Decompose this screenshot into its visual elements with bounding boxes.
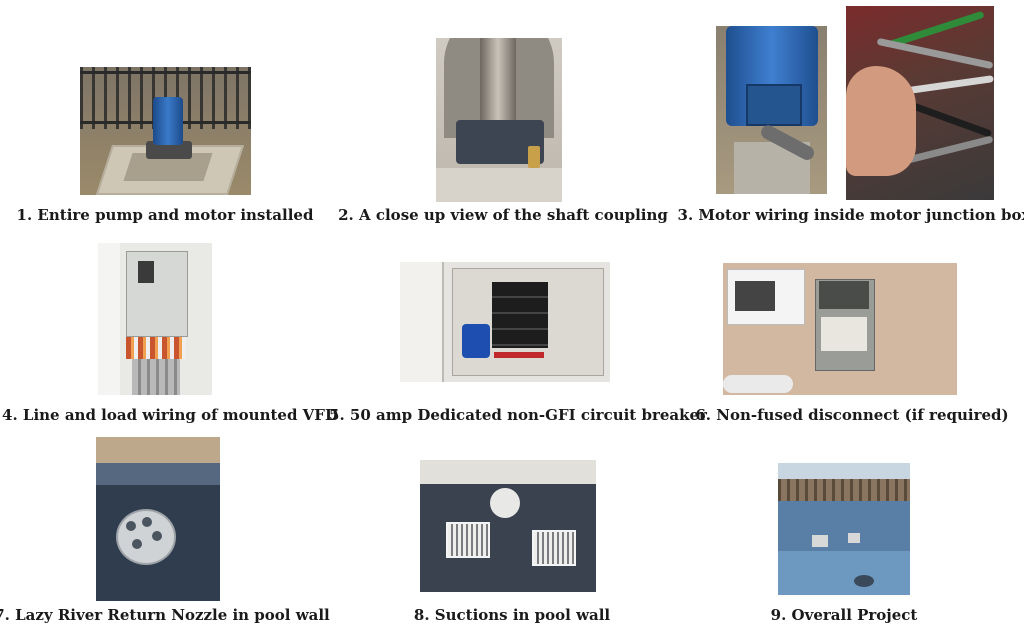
pool-coping <box>420 460 596 484</box>
caption-2: 2. A close up view of the shaft coupling <box>338 206 668 224</box>
vfd-unit <box>126 251 188 337</box>
back-fence <box>778 479 910 501</box>
suction-grate-left <box>446 522 490 558</box>
disconnect-label <box>821 317 867 351</box>
cable-bundle <box>132 359 180 395</box>
caption-7: 7. Lazy River Return Nozzle in pool wall <box>0 606 330 624</box>
nozzle-hole <box>126 521 136 531</box>
blue-wires <box>462 324 490 358</box>
junction-box <box>746 84 802 126</box>
pool-deck <box>96 437 220 463</box>
photo-overall-project <box>778 463 910 595</box>
brass-fitting <box>528 146 540 168</box>
photo-wiring-closeup <box>846 6 994 200</box>
caption-8: 8. Suctions in pool wall <box>413 606 611 624</box>
wire-gray-2 <box>906 135 994 164</box>
terminal-block <box>126 337 186 359</box>
caption-9: 9. Overall Project <box>770 606 918 624</box>
caption-1: 1. Entire pump and motor installed <box>16 206 314 224</box>
motor-graphic <box>153 97 183 145</box>
shaft-graphic <box>480 38 516 130</box>
wire-gray <box>876 37 994 70</box>
photo-circuit-breaker <box>400 262 610 382</box>
nozzle-hole <box>132 539 142 549</box>
photo-suctions <box>420 460 596 592</box>
label-dark-area <box>735 281 775 311</box>
photo-shaft-coupling <box>436 38 562 202</box>
pool-wall <box>778 501 910 551</box>
photo-return-nozzle <box>96 437 220 601</box>
pump-base <box>146 141 192 159</box>
vfd-display <box>138 261 154 283</box>
caption-5: 5. 50 amp Dedicated non-GFI circuit brea… <box>329 406 707 424</box>
caption-3: 3. Motor wiring inside motor junction bo… <box>677 206 1024 224</box>
caption-4: 4. Line and load wiring of mounted VFD <box>2 406 338 424</box>
photo-vfd-wiring <box>98 243 212 395</box>
floor-drain <box>854 575 874 587</box>
suction-grate <box>812 535 828 547</box>
nozzle-hole <box>142 517 152 527</box>
nozzle-hole <box>152 531 162 541</box>
photo-motor-junction <box>716 26 827 194</box>
pipe-graphic <box>723 375 793 393</box>
hand-graphic <box>846 66 916 176</box>
return-fitting <box>848 533 860 543</box>
wall-edge <box>98 243 120 395</box>
fence-rail-top <box>80 71 251 74</box>
suction-grate-right <box>532 530 576 566</box>
disconnect-handle <box>819 281 869 309</box>
panel-door <box>400 262 444 382</box>
pool-floor <box>778 551 910 595</box>
caption-6: 6. Non-fused disconnect (if required) <box>695 406 1009 424</box>
red-wire <box>494 352 544 358</box>
tile-band <box>96 463 220 485</box>
round-fitting <box>490 488 520 518</box>
breakers <box>492 282 548 348</box>
housing-floor <box>436 168 562 202</box>
photo-pump-motor-installed <box>80 67 251 195</box>
photo-disconnect <box>723 263 957 395</box>
